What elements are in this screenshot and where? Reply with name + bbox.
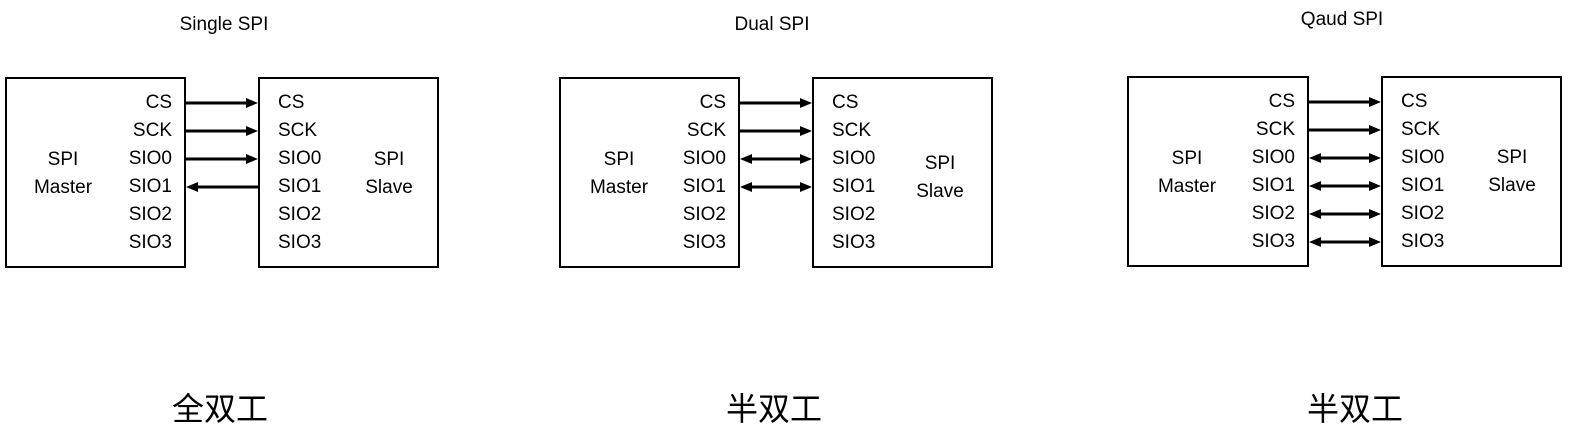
master-pin-sio0: SIO0 — [128, 148, 172, 169]
slave-pin-cs: CS — [832, 92, 859, 113]
signal-arrow-cs-right — [1309, 97, 1381, 107]
master-pin-sio3: SIO3 — [682, 232, 726, 253]
slave-pin-sio2: SIO2 — [832, 204, 876, 225]
master-box — [1127, 76, 1309, 267]
signal-arrow-sio1-both — [740, 182, 812, 192]
signal-arrow-cs-right — [740, 98, 812, 108]
master-box — [559, 77, 740, 268]
slave-label: SPI Slave — [916, 153, 964, 202]
slave-pin-sio0: SIO0 — [278, 148, 322, 169]
master-pin-sio2: SIO2 — [128, 204, 172, 225]
diagram-title: Qaud SPI — [1300, 9, 1384, 30]
slave-pin-sio2: SIO2 — [1401, 203, 1445, 224]
signal-arrow-sck-right — [1309, 125, 1381, 135]
slave-pin-sio2: SIO2 — [278, 204, 322, 225]
master-pin-sio1: SIO1 — [1251, 175, 1295, 196]
master-pin-sio1: SIO1 — [682, 176, 726, 197]
duplex-caption: 半双工 — [725, 390, 823, 428]
diagram-title: Dual SPI — [734, 14, 810, 35]
signal-arrow-cs-right — [186, 98, 258, 108]
slave-box — [812, 77, 993, 268]
slave-pin-sio0: SIO0 — [1401, 147, 1445, 168]
slave-pin-sio3: SIO3 — [278, 232, 322, 253]
master-label: SPI Master — [589, 149, 649, 198]
duplex-caption: 半双工 — [1306, 390, 1404, 428]
slave-label: SPI Slave — [1488, 147, 1536, 196]
master-pin-sio1: SIO1 — [128, 176, 172, 197]
signal-arrow-sio2-both — [1309, 209, 1381, 219]
master-pin-sck: SCK — [132, 120, 172, 141]
duplex-caption: 全双工 — [171, 390, 269, 428]
slave-box — [258, 77, 439, 268]
master-pin-sck: SCK — [1255, 119, 1295, 140]
slave-pin-sio1: SIO1 — [278, 176, 322, 197]
master-pin-cs: CS — [1268, 91, 1295, 112]
signal-arrow-sio0-right — [186, 154, 258, 164]
signal-arrow-sio3-both — [1309, 237, 1381, 247]
master-pin-sio3: SIO3 — [128, 232, 172, 253]
master-pin-sio2: SIO2 — [1251, 203, 1295, 224]
slave-pin-sio3: SIO3 — [1401, 231, 1445, 252]
master-pin-sio0: SIO0 — [1251, 147, 1295, 168]
diagram-title: Single SPI — [179, 14, 269, 35]
slave-pin-sck: SCK — [278, 120, 318, 141]
master-label: SPI Master — [33, 149, 93, 198]
slave-pin-cs: CS — [1401, 91, 1428, 112]
signal-arrow-sck-right — [186, 126, 258, 136]
slave-box — [1381, 76, 1562, 267]
slave-pin-sio1: SIO1 — [832, 176, 876, 197]
slave-pin-sio3: SIO3 — [832, 232, 876, 253]
master-pin-sio0: SIO0 — [682, 148, 726, 169]
master-pin-sck: SCK — [686, 120, 726, 141]
slave-pin-cs: CS — [278, 92, 305, 113]
signal-arrow-sio0-both — [1309, 153, 1381, 163]
signal-arrow-sio1-left — [186, 182, 258, 192]
signal-arrow-sck-right — [740, 126, 812, 136]
master-box — [5, 77, 186, 268]
signal-arrow-sio0-both — [740, 154, 812, 164]
signal-arrow-sio1-both — [1309, 181, 1381, 191]
master-pin-sio2: SIO2 — [682, 204, 726, 225]
master-pin-sio3: SIO3 — [1251, 231, 1295, 252]
slave-pin-sck: SCK — [1401, 119, 1441, 140]
slave-pin-sio0: SIO0 — [832, 148, 876, 169]
slave-pin-sck: SCK — [832, 120, 872, 141]
master-label: SPI Master — [1157, 148, 1217, 197]
slave-pin-sio1: SIO1 — [1401, 175, 1445, 196]
master-pin-cs: CS — [145, 92, 172, 113]
master-pin-cs: CS — [699, 92, 726, 113]
slave-label: SPI Slave — [365, 149, 413, 198]
